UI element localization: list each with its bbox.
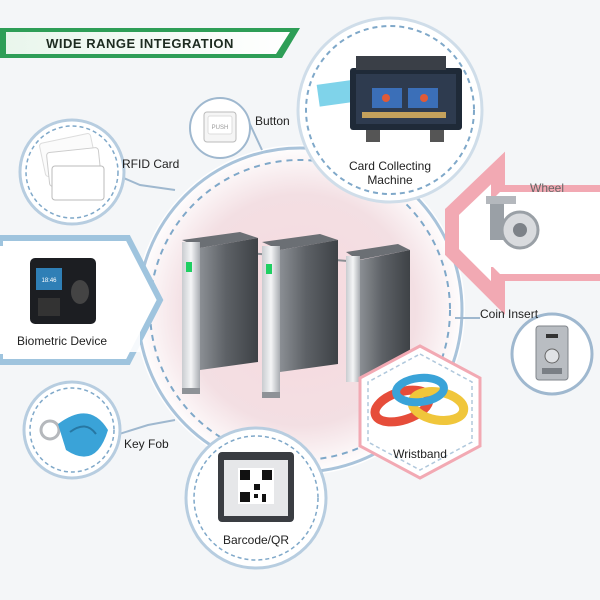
turnstile-gates [182,232,410,398]
key-fob-icon [39,413,108,457]
coin-insert-icon [535,325,569,381]
key-fob-label: Key Fob [124,437,169,451]
rfid-card-label: RFID Card [122,157,179,171]
biometric-screen-text: 18:46 [41,278,57,284]
card-collecting-label-2: Machine [367,173,413,187]
qr-scanner-icon [218,452,294,522]
wristband-label: Wristband [393,447,447,461]
wheel-icon [486,196,540,250]
wristband-node: Wristband [358,344,482,480]
barcode-node: Barcode/QR [184,426,328,570]
button-label: Button [255,114,290,128]
biometric-device-icon: 18:46 [30,258,96,324]
biometric-label: Biometric Device [17,334,107,348]
title-banner: WIDE RANGE INTEGRATION [0,28,300,58]
wheel-label: Wheel [530,181,564,195]
button-node: PUSH Button [189,97,290,159]
rfid-card-node: RFID Card [18,118,179,226]
wristband-icon [370,373,469,427]
coin-insert-node: Coin Insert [480,307,594,396]
card-collecting-label-1: Card Collecting [349,159,431,173]
card-machine-icon [316,56,462,142]
key-fob-node: Key Fob [22,380,169,480]
biometric-node: 18:46 Biometric Device [0,235,164,365]
wheel-node: Wheel [445,151,600,315]
rfid-card-icon [39,133,105,201]
barcode-label: Barcode/QR [223,533,289,547]
card-collecting-node: Card Collecting Machine [296,16,484,204]
button-face-text: PUSH [212,125,229,131]
coin-insert-label: Coin Insert [480,307,539,321]
banner-title: WIDE RANGE INTEGRATION [46,36,234,51]
